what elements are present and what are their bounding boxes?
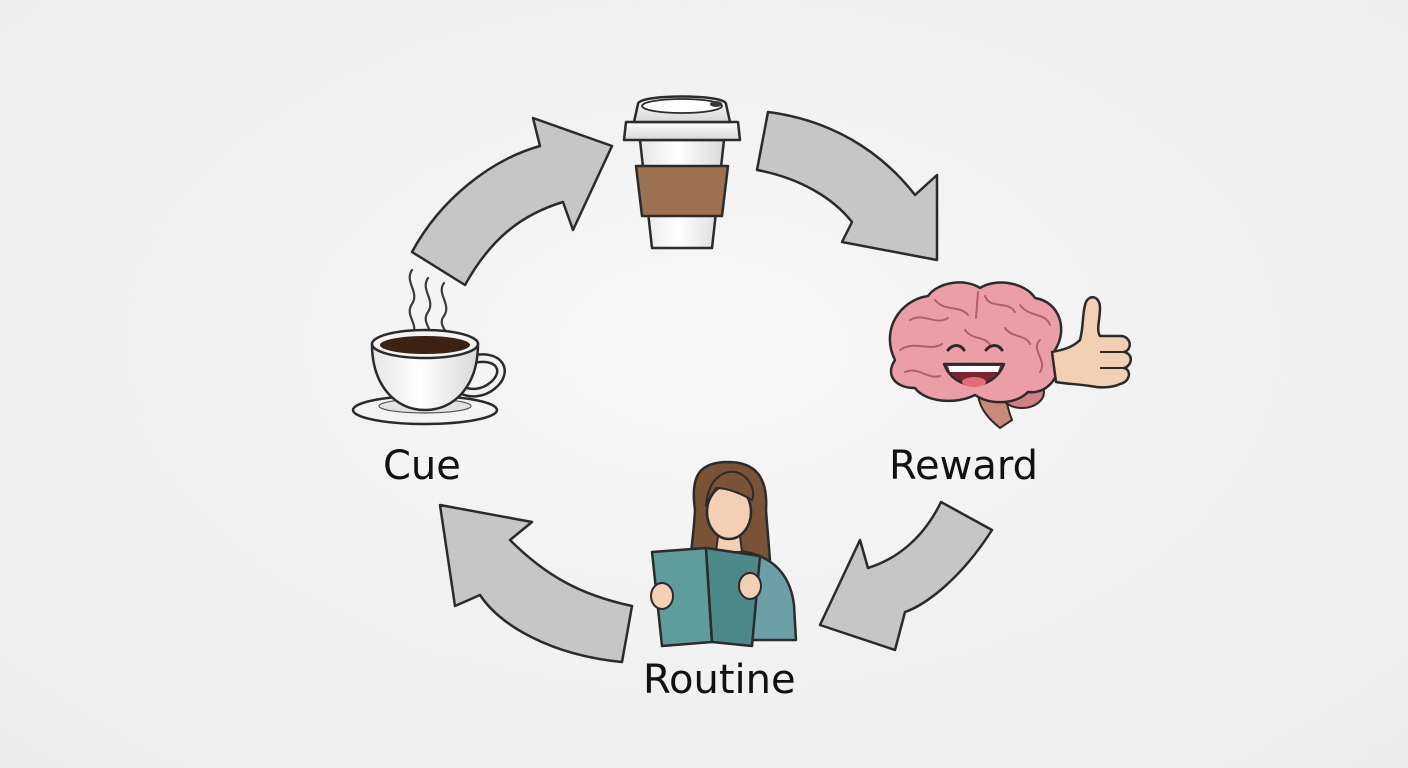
takeaway-coffee-cup-icon — [622, 95, 742, 250]
happy-brain-thumbs-up-icon — [888, 281, 1132, 430]
steaming-coffee-cup-icon — [351, 268, 506, 426]
arrow-routine-to-cue — [438, 503, 634, 664]
arrow-craving-to-reward — [755, 110, 939, 262]
cue-label: Cue — [383, 443, 461, 489]
routine-label: Routine — [643, 657, 796, 703]
arrow-cue-to-craving — [410, 116, 614, 287]
person-reading-book-icon — [650, 460, 798, 648]
reward-label: Reward — [889, 443, 1038, 489]
arrow-reward-to-routine — [818, 500, 994, 652]
